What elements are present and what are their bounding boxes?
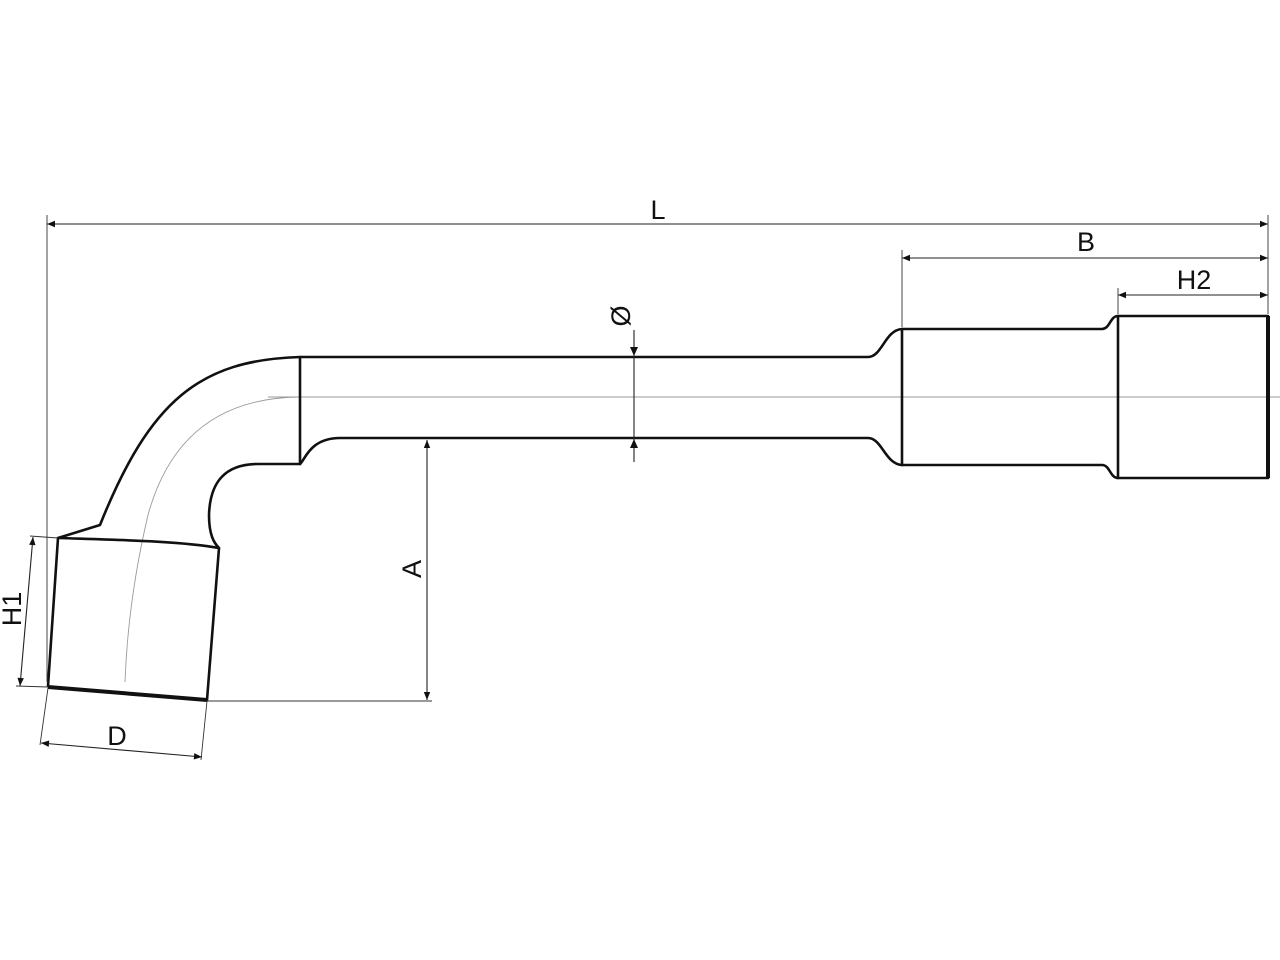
centerlines bbox=[124, 396, 1280, 683]
dim-diameter-arrow-bottom bbox=[630, 439, 638, 448]
ext-D-right bbox=[200, 700, 208, 761]
dim-D bbox=[40, 740, 203, 760]
label-A: A bbox=[397, 560, 427, 578]
upper-contour bbox=[56, 314, 1270, 540]
ext-H1-top bbox=[29, 535, 59, 539]
ext-D-left bbox=[39, 687, 49, 746]
label-diameter: Ø bbox=[606, 305, 636, 326]
bend-centerline bbox=[124, 396, 301, 683]
lower-contour bbox=[205, 436, 1270, 702]
dimension-labels: L B H2 Ø A H1 D bbox=[0, 195, 1211, 751]
extension-lines bbox=[15, 215, 1269, 761]
dim-H1 bbox=[17, 536, 36, 687]
socket-bottom-face bbox=[47, 685, 208, 702]
dimension-lines bbox=[17, 220, 1268, 760]
label-B: B bbox=[1077, 227, 1095, 257]
dim-diameter-arrow-top bbox=[630, 347, 638, 356]
label-L: L bbox=[650, 195, 665, 225]
socket-top-edge bbox=[56, 536, 221, 550]
label-H2: H2 bbox=[1177, 265, 1212, 295]
wrench-body bbox=[46, 314, 1270, 702]
socket-left-side bbox=[46, 536, 60, 688]
label-H1: H1 bbox=[0, 592, 27, 627]
label-D: D bbox=[107, 721, 127, 751]
ext-H1-bottom bbox=[15, 685, 49, 688]
